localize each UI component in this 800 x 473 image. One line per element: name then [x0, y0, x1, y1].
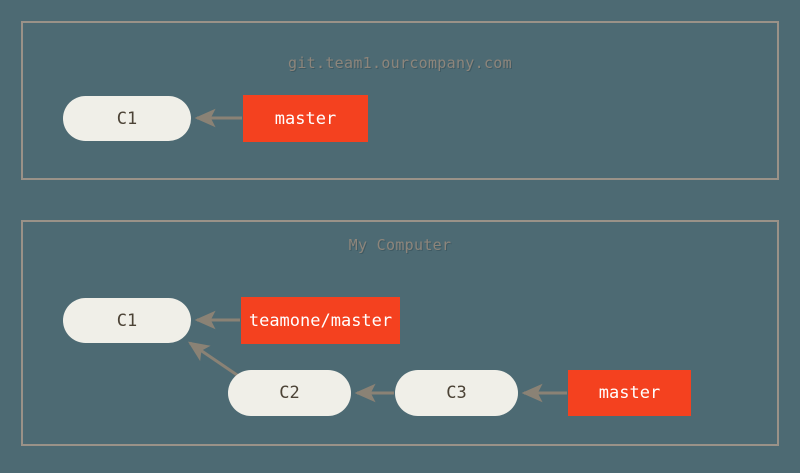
panel-local-title: My Computer — [348, 236, 452, 254]
branch-label-master-remote[interactable]: master — [243, 95, 368, 142]
commit-node-c3-local[interactable]: C3 — [395, 370, 518, 416]
branch-label-master-local[interactable]: master — [568, 370, 691, 416]
panel-remote-title: git.team1.ourcompany.com — [288, 54, 512, 72]
commit-node-c1-remote[interactable]: C1 — [63, 96, 191, 141]
panel-my-computer: My Computer — [21, 220, 779, 446]
branch-label-teamone-master[interactable]: teamone/master — [241, 297, 400, 344]
commit-node-c1-local[interactable]: C1 — [63, 298, 191, 343]
commit-node-c2-local[interactable]: C2 — [228, 370, 351, 416]
panel-remote-server: git.team1.ourcompany.com — [21, 21, 779, 180]
